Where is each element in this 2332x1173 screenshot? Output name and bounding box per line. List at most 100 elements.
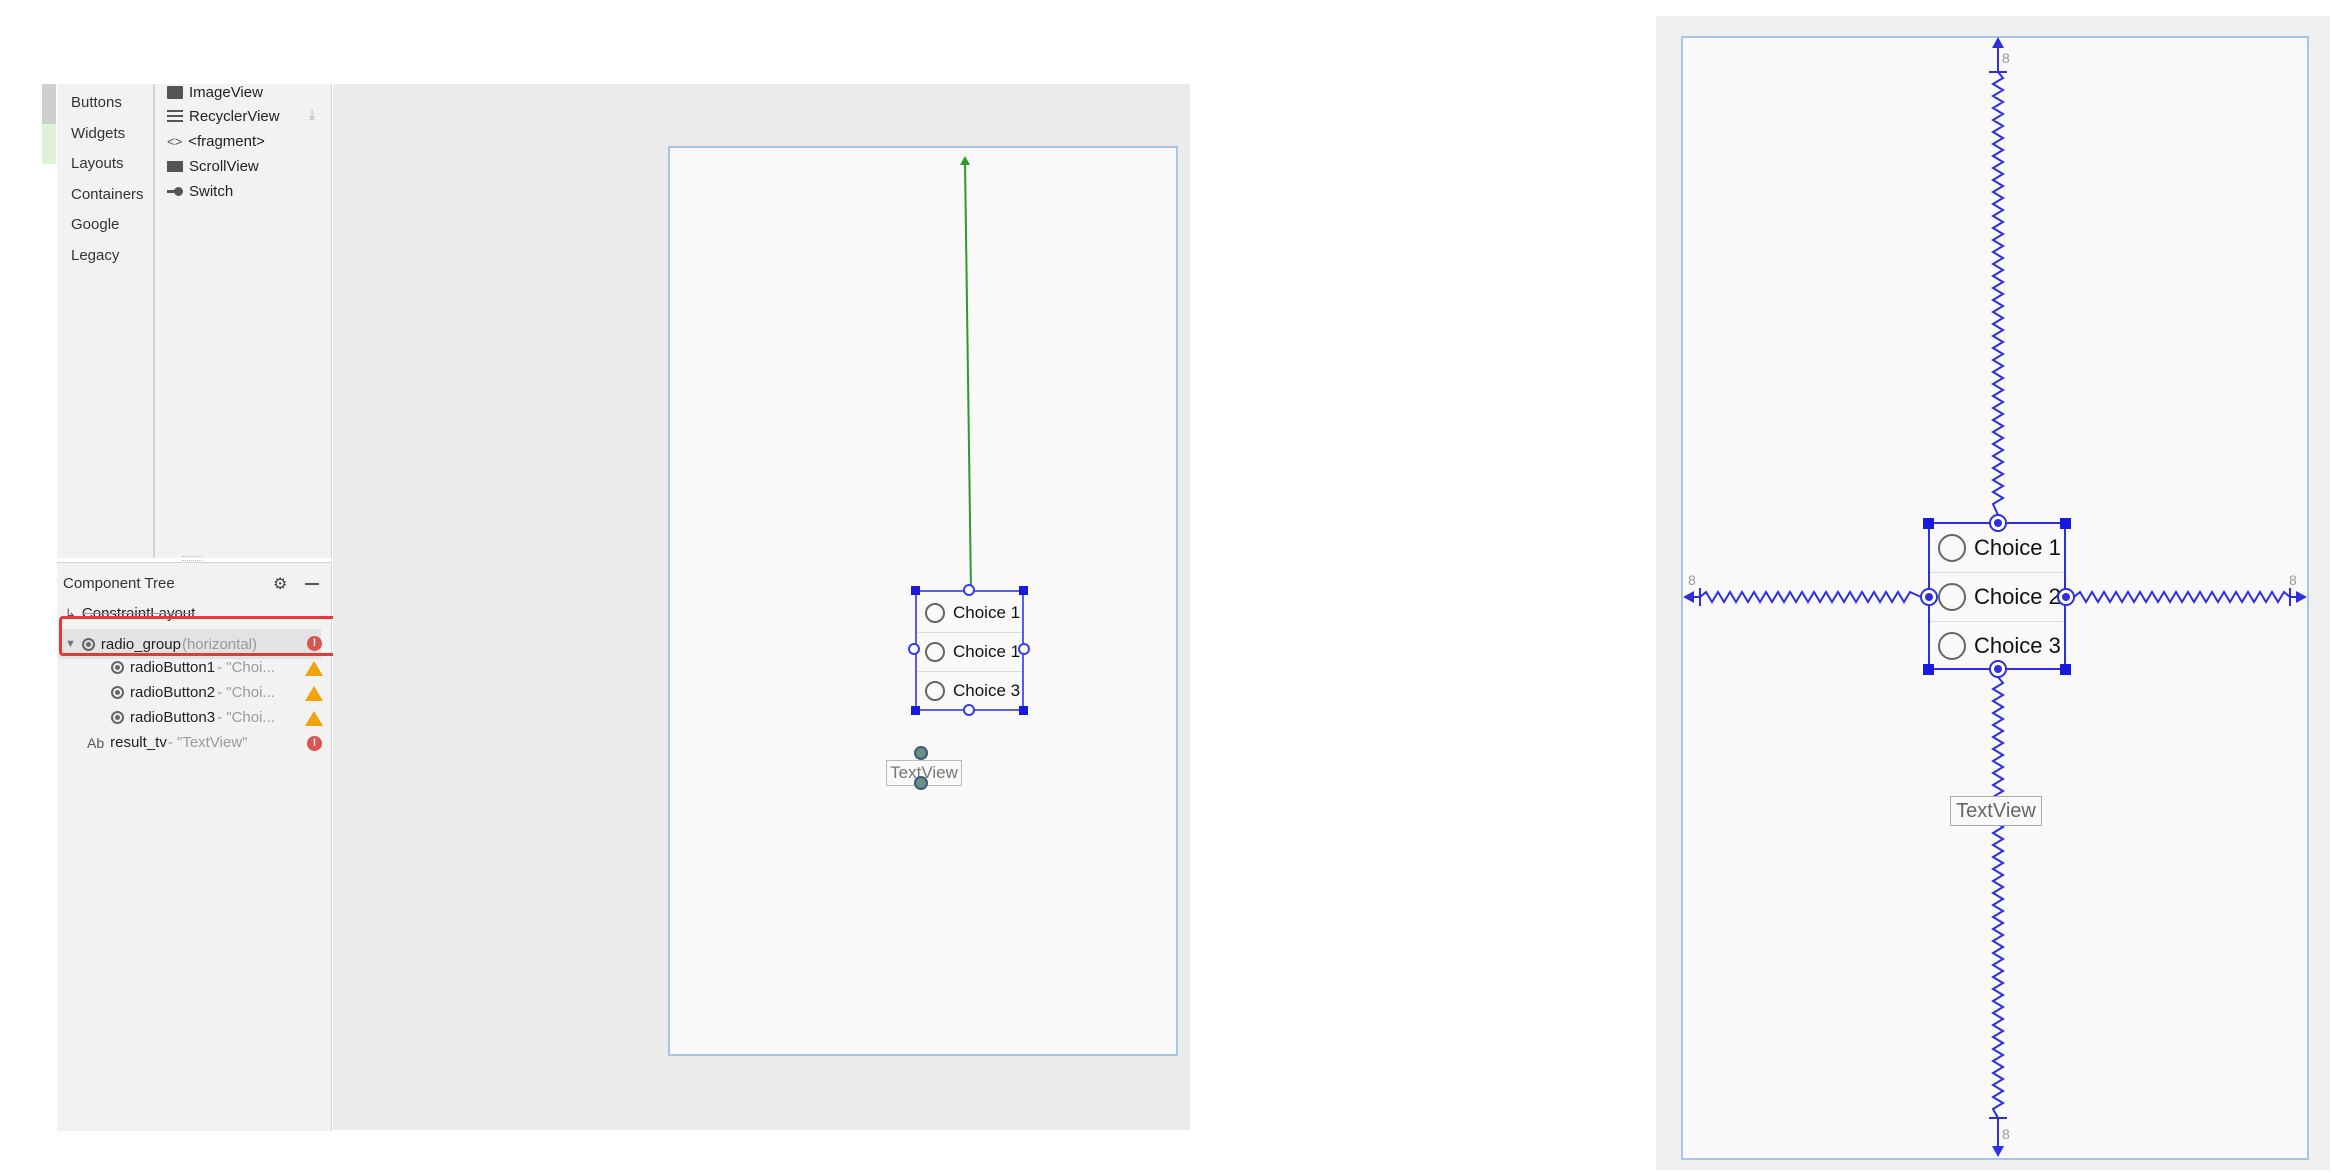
error-icon[interactable]: ! — [307, 636, 322, 651]
tree-row-radiobutton3[interactable]: radioButton3 - "Choi... — [111, 709, 275, 726]
palette-categories: Buttons Widgets Layouts Containers Googl… — [57, 84, 155, 558]
scroll-icon — [167, 161, 183, 172]
resize-handle[interactable] — [1923, 664, 1934, 675]
image-icon — [167, 86, 183, 99]
blueprint-radio-group[interactable]: Choice 1 Choice 1 Choice 3 — [915, 590, 1024, 711]
palette-item-label: ScrollView — [189, 158, 259, 175]
top-constraint-line — [960, 156, 972, 593]
choice-label: Choice 1 — [953, 603, 1021, 622]
design-radio-group[interactable]: Choice 1 Choice 2 Choice 3 — [1928, 522, 2066, 670]
tree-row-label: radioButton1 — [130, 659, 216, 676]
choice-label: Choice 3 — [953, 681, 1021, 700]
textview-anchor-bottom[interactable] — [914, 776, 928, 790]
palette-item-scrollview[interactable]: ScrollView — [167, 158, 259, 175]
radio-circle-icon — [925, 642, 945, 662]
resize-handle[interactable] — [1923, 518, 1934, 529]
tree-row-text: - "Choi... — [217, 684, 275, 701]
code-icon: <> — [167, 134, 183, 149]
margin-label-right: 8 — [2289, 572, 2297, 588]
anchor-bottom[interactable] — [963, 704, 975, 716]
textview-anchor-top[interactable] — [914, 746, 928, 760]
blueprint-choice-1[interactable]: Choice 1 — [917, 594, 1022, 633]
choice-label: Choice 2 — [1974, 584, 2061, 609]
resize-handle[interactable] — [911, 706, 920, 715]
design-choice-3[interactable]: Choice 3 — [1930, 622, 2064, 670]
tree-row-text: - "TextView" — [167, 734, 248, 751]
palette-item-fragment[interactable]: <> <fragment> — [167, 133, 265, 150]
tree-row-label: radioButton2 — [130, 684, 216, 701]
spring-bottom — [1991, 676, 2005, 1119]
blueprint-textview[interactable]: TextView — [886, 760, 962, 786]
highlight-box — [59, 616, 345, 656]
tree-row-result-tv[interactable]: Ab result_tv - "TextView" — [87, 734, 247, 751]
expand-arrow-icon[interactable]: ▼ — [65, 638, 76, 650]
resize-handle[interactable] — [2060, 664, 2071, 675]
category-google[interactable]: Google — [71, 216, 120, 233]
design-choice-1[interactable]: Choice 1 — [1930, 524, 2064, 573]
choice-label: Choice 1 — [953, 642, 1021, 661]
anchor-top[interactable] — [1989, 514, 2007, 532]
anchor-left[interactable] — [908, 643, 920, 655]
design-choice-2[interactable]: Choice 2 — [1930, 573, 2064, 622]
switch-icon — [167, 185, 183, 198]
radio-button-icon — [111, 711, 124, 724]
anchor-right[interactable] — [1018, 643, 1030, 655]
blueprint-choice-2[interactable]: Choice 1 — [917, 633, 1022, 672]
anchor-right[interactable] — [2057, 588, 2075, 606]
list-icon — [167, 110, 183, 123]
radio-group-icon — [81, 637, 95, 651]
margin-label-left: 8 — [1688, 572, 1696, 588]
splitter-handle[interactable] — [182, 556, 202, 561]
tree-row-label: result_tv — [110, 734, 167, 751]
tree-row-orientation: (horizontal) — [181, 635, 257, 653]
radio-circle-icon — [1938, 632, 1966, 660]
anchor-top[interactable] — [963, 584, 975, 596]
gear-icon[interactable]: ⚙ — [273, 576, 288, 593]
category-legacy[interactable]: Legacy — [71, 247, 120, 264]
spring-right — [2073, 590, 2291, 604]
error-icon[interactable]: ! — [307, 736, 322, 751]
warning-icon[interactable] — [305, 711, 323, 726]
radio-circle-icon — [925, 681, 945, 701]
component-tree-title: Component Tree — [63, 575, 175, 592]
design-textview[interactable]: TextView — [1950, 796, 2042, 826]
resize-handle[interactable] — [911, 586, 920, 595]
category-widgets[interactable]: Widgets — [71, 125, 126, 142]
tree-row-text: - "Choi... — [217, 709, 275, 726]
radio-button-icon — [111, 661, 124, 674]
category-layouts[interactable]: Layouts — [71, 155, 124, 172]
arrow-bottom — [1992, 1146, 2004, 1157]
blueprint-choice-3[interactable]: Choice 3 — [917, 672, 1022, 710]
panel-edge-marker — [42, 124, 56, 164]
constraint-arrow-head — [960, 156, 970, 165]
warning-icon[interactable] — [305, 661, 323, 676]
palette-item-imageview[interactable]: ImageView — [167, 84, 263, 101]
tree-row-radiobutton1[interactable]: radioButton1 - "Choi... — [111, 659, 275, 676]
tree-row-text: - "Choi... — [217, 659, 275, 676]
resize-handle[interactable] — [2060, 518, 2071, 529]
warning-icon[interactable] — [305, 686, 323, 701]
constraint-layout-icon: ↳ — [65, 605, 76, 621]
spring-top — [1991, 71, 2005, 516]
anchor-bottom[interactable] — [1989, 660, 2007, 678]
spring-constraints — [1683, 37, 2307, 1157]
arrow-right — [2296, 591, 2307, 603]
arrow-top — [1992, 37, 2004, 48]
category-containers[interactable]: Containers — [71, 186, 144, 203]
resize-handle[interactable] — [1019, 706, 1028, 715]
ide-panel: Buttons Widgets Layouts Containers Googl… — [42, 84, 1190, 1131]
spring-left — [1699, 590, 1922, 604]
download-icon[interactable]: ⤓ — [309, 106, 316, 122]
palette-item-label: ImageView — [189, 84, 263, 101]
tree-row-label: radioButton3 — [130, 709, 216, 726]
tree-row-radiobutton2[interactable]: radioButton2 - "Choi... — [111, 684, 275, 701]
margin-label-top: 8 — [2002, 50, 2010, 66]
anchor-left[interactable] — [1920, 588, 1938, 606]
category-buttons[interactable]: Buttons — [71, 94, 122, 111]
margin-label-bottom: 8 — [2002, 1126, 2010, 1142]
resize-handle[interactable] — [1019, 586, 1028, 595]
minimize-icon[interactable] — [305, 583, 319, 585]
palette-item-switch[interactable]: Switch — [167, 183, 233, 200]
tree-row-label: radio_group — [100, 635, 181, 653]
palette-item-recyclerview[interactable]: RecyclerView — [167, 108, 280, 125]
